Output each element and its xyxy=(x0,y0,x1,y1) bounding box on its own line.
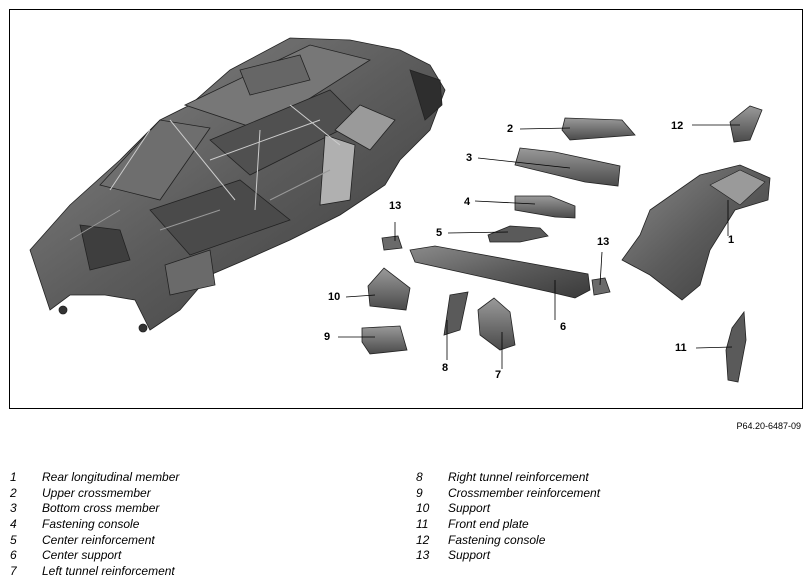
callout-3: 3 xyxy=(466,152,473,164)
legend-number: 10 xyxy=(416,501,430,516)
legend-number: 13 xyxy=(416,548,430,563)
legend-item: 12 Fastening console xyxy=(416,533,600,549)
legend-number: 8 xyxy=(416,470,423,484)
part-4-fastening-console xyxy=(514,195,576,219)
legend-number: 1 xyxy=(10,470,17,484)
callout-13-left: 13 xyxy=(389,200,402,212)
legend-label: Left tunnel reinforcement xyxy=(42,564,175,579)
legend-item: 1 Rear longitudinal member xyxy=(10,470,179,486)
callout-5: 5 xyxy=(436,227,443,239)
part-13a-support xyxy=(381,235,403,251)
legend-item: 2 Upper crossmember xyxy=(10,486,179,502)
part-6-center-support xyxy=(409,245,591,299)
legend-label: Fastening console xyxy=(448,532,546,547)
callout-13-right: 13 xyxy=(597,236,610,248)
legend-label: Center support xyxy=(42,548,122,563)
part-10-support xyxy=(367,267,411,311)
legend-label: Rear longitudinal member xyxy=(42,470,180,484)
legend-item: 11 Front end plate xyxy=(416,517,600,533)
legend-label: Center reinforcement xyxy=(42,532,155,547)
legend-label: Crossmember reinforcement xyxy=(448,485,601,500)
part-13b-support xyxy=(591,277,611,296)
car-body-shell xyxy=(29,37,446,333)
legend-label: Front end plate xyxy=(448,517,529,532)
callout-7: 7 xyxy=(495,369,502,381)
part-1-rear-longitudinal-member xyxy=(621,164,771,301)
part-3-bottom-cross-member xyxy=(514,147,621,187)
legend-item: 7 Left tunnel reinforcement xyxy=(10,564,179,580)
part-5-center-reinforcement xyxy=(487,225,549,243)
legend-number: 3 xyxy=(10,501,17,516)
legend-number: 4 xyxy=(10,517,17,532)
legend-item: 4 Fastening console xyxy=(10,517,179,533)
callout-12: 12 xyxy=(671,120,684,132)
legend-item: 13 Support xyxy=(416,548,600,564)
callout-2: 2 xyxy=(507,123,514,135)
legend-item: 8 Right tunnel reinforcement xyxy=(416,470,600,486)
legend-item: 5 Center reinforcement xyxy=(10,533,179,549)
legend-number: 11 xyxy=(416,517,429,532)
legend-number: 2 xyxy=(10,485,17,500)
callout-8: 8 xyxy=(442,362,449,374)
callout-9: 9 xyxy=(324,331,331,343)
legend-number: 6 xyxy=(10,548,17,563)
legend-left: 1 Rear longitudinal member 2 Upper crossme… xyxy=(10,470,179,580)
leader-lines xyxy=(338,124,740,369)
legend-item: 10 Support xyxy=(416,501,600,517)
legend-number: 7 xyxy=(10,564,17,579)
part-12-fastening-console xyxy=(729,105,763,143)
illustration-frame: 1 2 3 4 5 6 7 8 9 10 11 12 13 13 xyxy=(9,9,803,409)
callout-11: 11 xyxy=(675,342,687,354)
callout-6: 6 xyxy=(560,321,567,333)
legend-number: 5 xyxy=(10,532,17,547)
legend-right: 8 Right tunnel reinforcement 9 Crossmember… xyxy=(416,470,600,564)
callout-4: 4 xyxy=(464,196,471,208)
legend-item: 6 Center support xyxy=(10,548,179,564)
part-7-left-tunnel-reinforcement xyxy=(477,297,516,351)
legend-number: 9 xyxy=(416,485,423,500)
legend-label: Bottom cross member xyxy=(42,501,160,516)
legend-label: Fastening console xyxy=(42,517,140,532)
part-9-crossmember-reinforcement xyxy=(361,325,408,355)
callout-1: 1 xyxy=(728,234,735,246)
legend-item: 9 Crossmember reinforcement xyxy=(416,486,600,502)
part-11-front-end-plate xyxy=(725,310,747,383)
legend-number: 12 xyxy=(416,532,430,547)
legend-label: Support xyxy=(448,548,491,563)
part-2-upper-crossmember xyxy=(561,117,636,141)
body-shell-illustration xyxy=(29,37,771,383)
legend-label: Upper crossmember xyxy=(42,485,151,500)
legend-label: Right tunnel reinforcement xyxy=(448,470,589,484)
part-8-right-tunnel-reinforcement xyxy=(443,291,469,336)
legend-item: 3 Bottom cross member xyxy=(10,501,179,517)
figure-reference: P64.20-6487-09 xyxy=(736,421,801,431)
legend-label: Support xyxy=(448,501,491,516)
callout-10: 10 xyxy=(328,291,341,303)
